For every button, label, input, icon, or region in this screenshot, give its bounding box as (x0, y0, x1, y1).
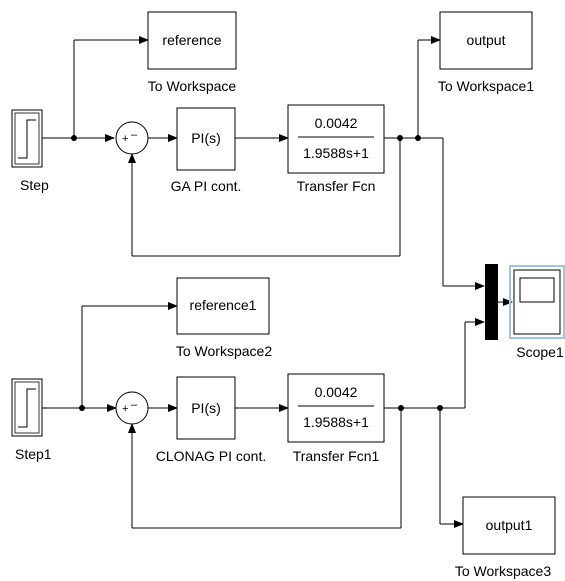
tf-denominator: 1.9588s+1 (303, 145, 369, 161)
pi-caption: GA PI cont. (171, 178, 242, 194)
tf-numerator: 0.0042 (315, 384, 358, 400)
reference1-caption: To Workspace2 (176, 343, 272, 359)
reference-block[interactable] (147, 11, 237, 70)
tf-caption: Transfer Fcn1 (293, 448, 380, 464)
reference1-block-label: reference1 (190, 297, 257, 313)
output1-block-label: output1 (486, 517, 533, 533)
reference1-block[interactable] (176, 277, 270, 335)
output1-block[interactable] (462, 496, 556, 555)
step1-block[interactable] (11, 378, 43, 437)
sum-minus-sign: – (131, 399, 138, 411)
pi-block-label: PI(s) (191, 130, 221, 146)
transfer-fcn-block[interactable] (287, 104, 385, 174)
step1-label: Step1 (15, 446, 52, 462)
tf-denominator: 1.9588s+1 (303, 414, 369, 430)
scope-block[interactable] (509, 265, 565, 339)
pi-controller-block[interactable] (176, 107, 236, 171)
step-label: Step (20, 177, 49, 193)
sum-plus-sign: + (122, 133, 128, 145)
sum-minus-sign: – (131, 129, 138, 141)
scope-caption: Scope1 (516, 344, 564, 360)
pi-block-label: PI(s) (191, 400, 221, 416)
pi-caption: CLONAG PI cont. (156, 448, 266, 464)
tf-caption: Transfer Fcn (297, 178, 376, 194)
output1-caption: To Workspace3 (455, 563, 551, 579)
mux-block[interactable] (485, 264, 498, 340)
scope-screen-icon (519, 277, 555, 303)
step-block[interactable] (11, 109, 43, 168)
reference-block-label: reference (162, 32, 221, 48)
tf-numerator: 0.0042 (315, 115, 358, 131)
sum-plus-sign: + (122, 403, 128, 415)
output-block[interactable] (439, 11, 533, 70)
reference-caption: To Workspace (148, 78, 237, 94)
output-caption: To Workspace1 (438, 78, 534, 94)
transfer-fcn1-block[interactable] (287, 373, 385, 443)
output-block-label: output (467, 32, 506, 48)
